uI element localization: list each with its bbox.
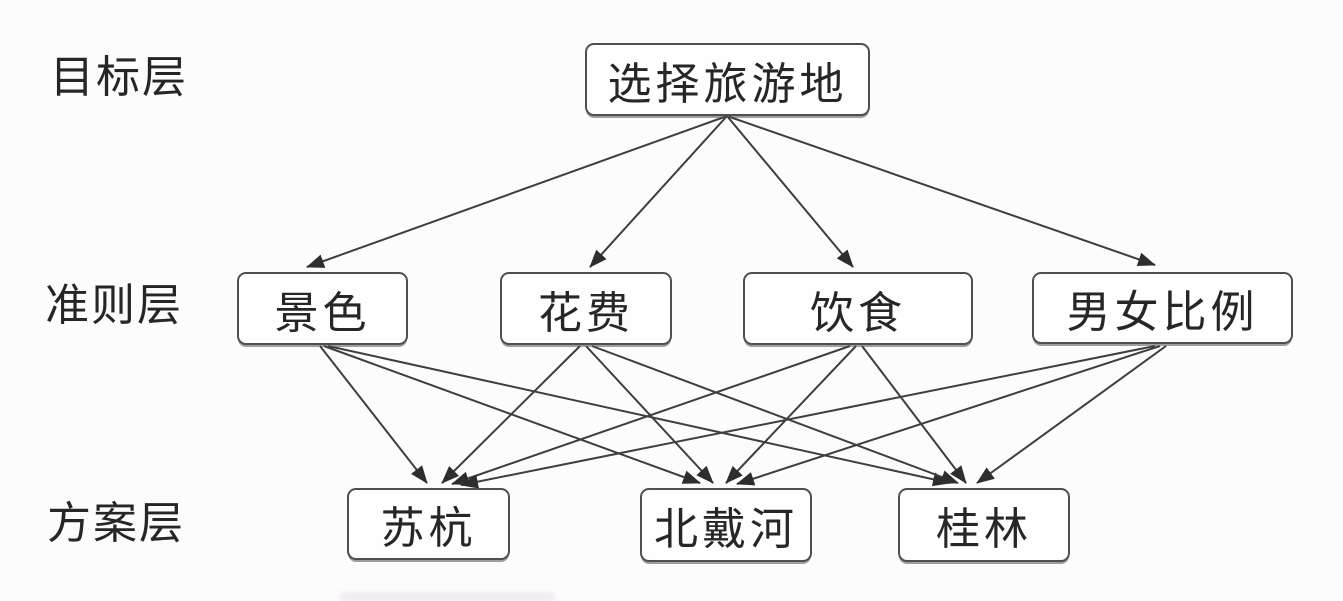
node-food: 饮食 (743, 272, 973, 345)
edge-scenery-suhang (319, 345, 428, 484)
node-label-scenery: 景色 (274, 288, 371, 338)
node-suhang: 苏杭 (347, 488, 510, 560)
node-label-cost: 花费 (538, 288, 634, 338)
node-label-gender-ratio: 男女比例 (1066, 288, 1259, 337)
layer-label-alternatives: 方案层 (47, 499, 185, 548)
edge-goal-gender-ratio (726, 115, 1156, 267)
node-cost: 花费 (500, 272, 672, 345)
edge-goal-food (726, 115, 854, 268)
node-scenery: 景色 (237, 272, 408, 345)
node-guilin: 桂林 (898, 488, 1070, 562)
bottom-edge-artifact (340, 593, 555, 601)
node-goal: 选择旅游地 (585, 43, 870, 116)
layer-label-goal: 目标层 (50, 53, 188, 102)
edge-food-suhang (451, 345, 851, 486)
node-label-beidaihe: 北戴河 (654, 505, 798, 554)
node-label-food: 饮食 (810, 288, 906, 338)
edge-goal-cost (589, 115, 728, 268)
edge-cost-suhang (441, 345, 581, 484)
node-label-guilin: 桂林 (936, 505, 1032, 554)
edge-food-beidaihe (725, 345, 857, 484)
edge-gender-ratio-beidaihe (736, 345, 1161, 486)
edge-gender-ratio-guilin (976, 345, 1167, 484)
layer-label-criteria: 准则层 (45, 281, 183, 330)
node-beidaihe: 北戴河 (640, 488, 812, 562)
node-label-suhang: 苏杭 (380, 504, 477, 553)
edge-goal-scenery (306, 115, 728, 268)
edge-scenery-guilin (327, 345, 951, 487)
node-gender-ratio: 男女比例 (1032, 272, 1293, 344)
edge-gender-ratio-suhang (460, 345, 1156, 489)
edge-cost-guilin (591, 345, 959, 484)
edge-food-guilin (861, 345, 967, 484)
node-label-goal: 选择旅游地 (607, 59, 848, 109)
